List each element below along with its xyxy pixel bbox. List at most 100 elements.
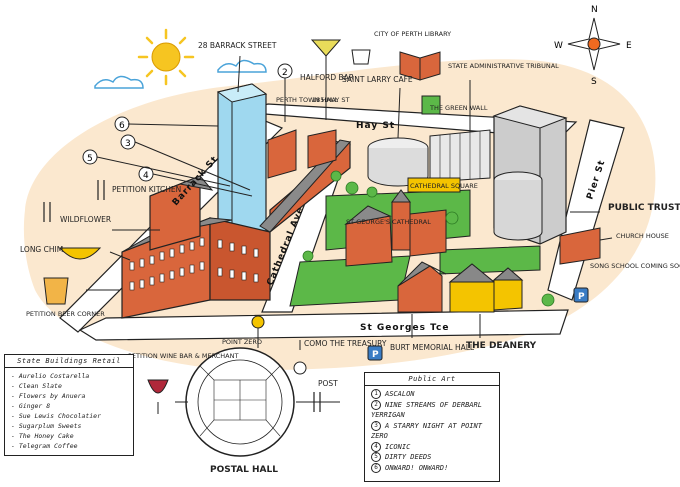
compass-w: W [554, 41, 563, 51]
compass-n: N [591, 5, 598, 15]
label-church-house: Church House [616, 232, 669, 240]
label-song-school: Song School Coming Soon [590, 262, 680, 270]
art-number: 3 [371, 420, 381, 431]
art-marker-5: 5 [82, 149, 98, 165]
label-burt-hall: Burt Memorial Hall [390, 343, 475, 352]
tribunal-building [429, 129, 491, 183]
svg-text:3: 3 [125, 139, 131, 149]
cocktail-icon [310, 39, 342, 68]
svg-text:4: 4 [143, 171, 149, 181]
art-title: Nine Streams of Derbarl Yerrigan [371, 400, 482, 420]
st-georges-terrace [78, 309, 569, 341]
wine-glass-icon [147, 379, 169, 414]
art-title: Onward! Onward! [385, 463, 449, 472]
retail-title: State Buildings Retail [5, 355, 133, 368]
svg-text:2: 2 [282, 68, 288, 78]
list-item: Telegram Coffee [11, 441, 127, 451]
art-number: 5 [371, 452, 381, 462]
label-hay-185: 185 Hay St [312, 96, 349, 104]
street-st-georges: St Georges Tce [360, 323, 449, 333]
public-art-list: 1 Ascalon 2Nine Streams of Derbarl Yerrig… [365, 386, 499, 476]
art-number: 6 [371, 462, 381, 473]
list-item: 2Nine Streams of Derbarl Yerrigan [371, 399, 493, 421]
church-house [559, 227, 601, 265]
beer-icon [43, 277, 69, 305]
list-item: The Honey Cake [11, 431, 127, 441]
trees [302, 170, 555, 307]
list-item: 6 Onward! Onward! [371, 462, 493, 474]
art-title: Iconic [385, 442, 411, 451]
art-marker-1 [293, 361, 307, 375]
label-green-wall: The Green Wall [429, 104, 488, 112]
cloud-icon [217, 59, 267, 73]
label-petition-kitchen: Petition Kitchen [112, 185, 181, 194]
list-item: Sugarplum Sweets [11, 421, 127, 431]
list-item: Flowers by Anuera [11, 391, 127, 401]
point-zero-marker [251, 315, 265, 329]
list-item: 4 Iconic [371, 441, 493, 453]
public-art-panel: Public Art 1 Ascalon 2Nine Streams of Der… [364, 372, 500, 482]
leader-lines [86, 55, 613, 403]
label-28-barrack: 28 Barrack Street [198, 41, 277, 50]
list-item: Sue Lewis Chocolatier [11, 411, 127, 421]
art-title: Dirty Deeds [385, 453, 432, 461]
label-beer-corner: Petition Beer Corner [26, 310, 105, 318]
green-wall [421, 95, 441, 115]
compass-s: S [591, 77, 597, 87]
label-como: Como The Treasury [304, 339, 387, 348]
cloud-icon [94, 75, 144, 89]
bowl-icon [58, 247, 102, 260]
label-saint-larry: Saint Larry Cafe [342, 75, 413, 84]
glass-tower [216, 83, 268, 241]
svg-text:P: P [372, 350, 379, 360]
cutlery-icon [43, 202, 51, 222]
cutlery-icon [97, 180, 105, 200]
svg-text:6: 6 [119, 121, 125, 131]
list-item: 3A Starry Night at Point Zero [371, 420, 493, 442]
burt-memorial-hall [397, 261, 447, 313]
label-public-trustee: Public Trustee [608, 203, 680, 213]
svg-text:5: 5 [87, 154, 93, 164]
the-deanery [448, 263, 524, 313]
coffee-icon [351, 49, 371, 65]
label-long-chim: Long Chim [20, 245, 63, 254]
state-buildings [121, 139, 351, 319]
list-item: Ginger 8 [11, 401, 127, 411]
label-tribunal: State Administrative Tribunal [448, 62, 559, 70]
hay-st-buildings [267, 129, 337, 179]
art-number: 4 [371, 441, 381, 452]
label-st-georges-cathedral: St George's Cathedral [346, 218, 431, 226]
label-wildflower: Wildflower [60, 215, 111, 224]
art-number: 2 [371, 399, 381, 410]
label-library: City of Perth Library [374, 30, 451, 38]
street-hay: Hay St [356, 121, 395, 131]
retail-list: Aurelio Costarella Clean Slate Flowers b… [5, 368, 133, 454]
building-windows [129, 237, 259, 291]
public-trustee-building [493, 171, 543, 241]
postal-hall-vignette [185, 347, 295, 457]
label-postal-hall: Postal Hall [210, 465, 278, 475]
book-icon [399, 51, 441, 81]
public-art-title: Public Art [365, 373, 499, 386]
state-buildings-retail-panel: State Buildings Retail Aurelio Costarell… [4, 354, 134, 456]
label-cathedral-square: Cathedral Square [410, 182, 478, 190]
sun-icon [137, 28, 195, 86]
parking-icon: P [367, 345, 383, 361]
label-point-zero: Point Zero [222, 338, 262, 346]
st-georges-cathedral [344, 189, 447, 267]
art-title: Ascalon [385, 390, 415, 398]
art-marker-3: 3 [120, 134, 136, 150]
art-marker-6: 6 [114, 116, 130, 132]
label-halford: Halford Bar [300, 73, 354, 82]
list-item: Aurelio Costarella [11, 371, 127, 381]
art-marker-2: 2 [277, 63, 293, 79]
label-post: Post [318, 379, 338, 388]
list-item: 5 Dirty Deeds [371, 452, 493, 463]
compass-e: E [626, 41, 632, 51]
cathedral-square-sign [407, 177, 461, 193]
compass-rose: N E W S [554, 5, 632, 87]
art-number: 1 [371, 389, 381, 399]
parking-icon: P [573, 287, 589, 303]
svg-text:P: P [578, 292, 585, 302]
